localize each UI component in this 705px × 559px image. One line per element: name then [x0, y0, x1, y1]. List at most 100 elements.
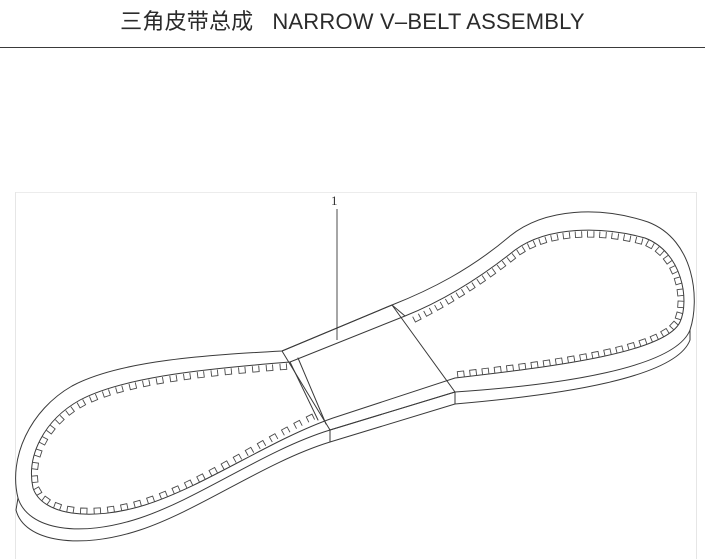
belt-tooth	[622, 234, 632, 242]
belt-tooth	[526, 240, 537, 250]
belt-tooth	[33, 486, 43, 496]
belt-tooth	[476, 275, 487, 285]
belt-tooth	[66, 505, 75, 514]
drawing-frame-top	[15, 192, 697, 193]
belt-tooth	[562, 232, 571, 240]
belt-tooth	[516, 246, 526, 256]
connector-block-top	[281, 304, 456, 431]
belt-tooth	[65, 406, 76, 416]
belt-tooth	[34, 448, 43, 458]
callout-label-1: 1	[331, 193, 338, 208]
belt-tooth	[251, 365, 260, 373]
page-title: 三角皮带总成 NARROW V–BELT ASSEMBLY	[0, 4, 705, 36]
belt-tooth	[93, 507, 102, 515]
belt-tooth	[668, 320, 679, 331]
belt-tooth	[645, 240, 655, 250]
belt-tooth	[293, 419, 303, 429]
left-loop-teeth	[31, 363, 316, 515]
belt-tooth	[31, 475, 39, 483]
belt-tooth	[677, 300, 685, 309]
belt-tooth	[674, 311, 683, 321]
belt-tooth	[603, 348, 612, 357]
belt-tooth	[268, 433, 279, 443]
belt-tooth	[554, 357, 564, 365]
belt-tooth	[574, 231, 583, 238]
belt-tooth	[142, 379, 151, 388]
belt-tooth	[654, 246, 665, 257]
belt-tooth	[599, 231, 607, 239]
belt-tooth	[120, 503, 129, 511]
belt-tooth	[183, 479, 194, 489]
belt-tooth	[638, 338, 648, 347]
belt-tooth	[39, 436, 49, 446]
belt-tooth	[171, 485, 181, 495]
belt-tooth	[587, 231, 595, 238]
belt-tooth	[89, 393, 99, 403]
belt-tooth	[196, 473, 206, 483]
right-loop-teeth	[412, 231, 685, 378]
belt-tooth	[232, 453, 243, 463]
belt-tooth	[469, 369, 478, 377]
belt-tooth	[466, 282, 476, 292]
belt-tooth	[626, 341, 636, 351]
belt-tooth	[566, 355, 576, 364]
belt-tooth	[591, 350, 600, 359]
belt-bottom-edge	[15, 329, 691, 542]
belt-tooth	[265, 364, 274, 372]
belt-tooth	[496, 260, 507, 271]
belt-tooth	[660, 327, 670, 338]
belt-tooth	[669, 265, 679, 275]
belt-tooth	[455, 288, 466, 299]
belt-tooth	[434, 301, 444, 311]
belt-tooth	[649, 333, 659, 343]
belt-tooth	[169, 374, 178, 383]
header-divider	[0, 47, 705, 48]
belt-tooth	[53, 501, 63, 511]
belt-tooth	[279, 363, 288, 371]
drawing-frame-left	[15, 192, 16, 559]
belt-tooth	[146, 495, 156, 505]
page-header: 三角皮带总成 NARROW V–BELT ASSEMBLY	[0, 0, 705, 49]
belt-tooth	[579, 353, 588, 361]
connector-recess	[289, 357, 327, 425]
belt-tooth	[423, 307, 433, 317]
belt-inner-edge	[31, 229, 685, 515]
belt-tooth	[128, 382, 138, 391]
belt-tooth	[676, 288, 684, 297]
belt-tooth	[208, 466, 218, 477]
belt-outer-edge	[15, 211, 695, 530]
belt-tooth	[481, 367, 490, 375]
belt-tooth	[220, 460, 231, 470]
belt-tooth	[155, 376, 164, 385]
belt-tooth	[542, 359, 551, 367]
belt-tooth	[506, 253, 517, 263]
belt-tooth	[538, 236, 548, 245]
drawing-frame-right	[696, 192, 697, 559]
belt-tooth	[530, 361, 539, 369]
belt-tooth	[55, 414, 65, 425]
belt-tooth	[615, 345, 624, 354]
belt-tooth	[634, 236, 644, 245]
belt-tooth	[662, 254, 673, 265]
belt-tooth	[224, 368, 233, 376]
belt-tooth	[280, 426, 291, 436]
belt-tooth	[486, 268, 497, 278]
belt-tooth	[550, 233, 559, 242]
belt-tooth	[673, 276, 682, 286]
belt-tooth	[456, 370, 465, 378]
belt-tooth	[610, 232, 620, 240]
title-english: NARROW V–BELT ASSEMBLY	[272, 9, 585, 34]
belt-tooth	[210, 369, 219, 377]
title-chinese: 三角皮带总成	[120, 9, 254, 34]
belt-tooth	[412, 313, 422, 323]
belt-tooth	[115, 385, 124, 394]
belt-tooth	[305, 413, 316, 423]
belt-tooth	[505, 364, 514, 372]
belt-tooth	[106, 505, 115, 514]
belt-tooth	[444, 295, 455, 305]
belt-tooth	[196, 371, 205, 379]
belt-tooth	[133, 499, 142, 508]
belt-tooth	[238, 366, 246, 374]
connector-block-side	[329, 304, 456, 443]
